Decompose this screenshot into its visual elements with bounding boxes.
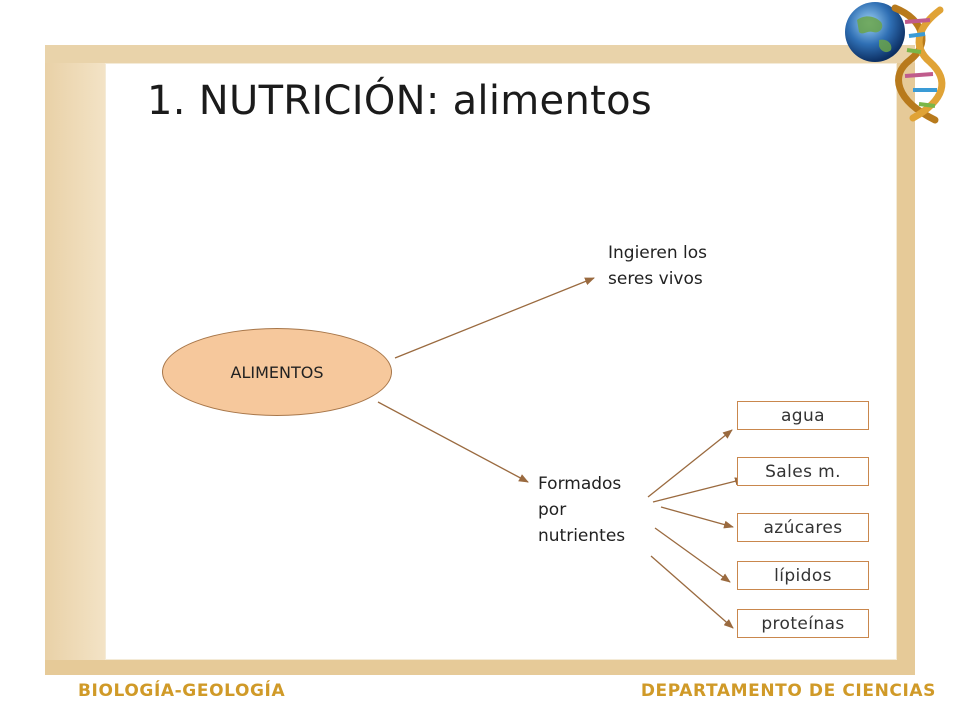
arrow-to-azucares	[660, 506, 734, 529]
frame-left-strip	[45, 45, 105, 675]
alimentos-node: ALIMENTOS	[162, 328, 392, 416]
arrow-to-sales	[652, 477, 745, 503]
arrow-to-ingieren	[394, 277, 595, 359]
globe-dna-logo-icon	[845, 2, 946, 124]
arrow-to-agua	[647, 429, 733, 498]
nutrient-box-sales: Sales m.	[737, 457, 869, 486]
nutrient-box-agua: agua	[737, 401, 869, 430]
formados-node: Formados por nutrientes	[538, 474, 626, 546]
arrow-to-formados	[377, 401, 529, 483]
arrow-to-lipidos	[654, 527, 731, 583]
frame-top-strip	[45, 45, 915, 63]
nutrient-box-lipidos: lípidos	[737, 561, 869, 590]
ingieren-node: Ingieren los seres vivos	[608, 243, 707, 289]
frame-right-strip	[897, 63, 915, 660]
frame-bottom-strip	[45, 660, 915, 675]
nutrient-box-proteinas: proteínas	[737, 609, 869, 638]
page-title: 1. NUTRICIÓN: alimentos	[147, 78, 652, 124]
footer-subject: BIOLOGÍA-GEOLOGÍA	[78, 681, 286, 701]
footer-department: DEPARTAMENTO DE CIENCIAS	[640, 681, 936, 701]
nutrient-box-azucares: azúcares	[737, 513, 869, 542]
arrow-to-proteinas	[650, 555, 734, 629]
